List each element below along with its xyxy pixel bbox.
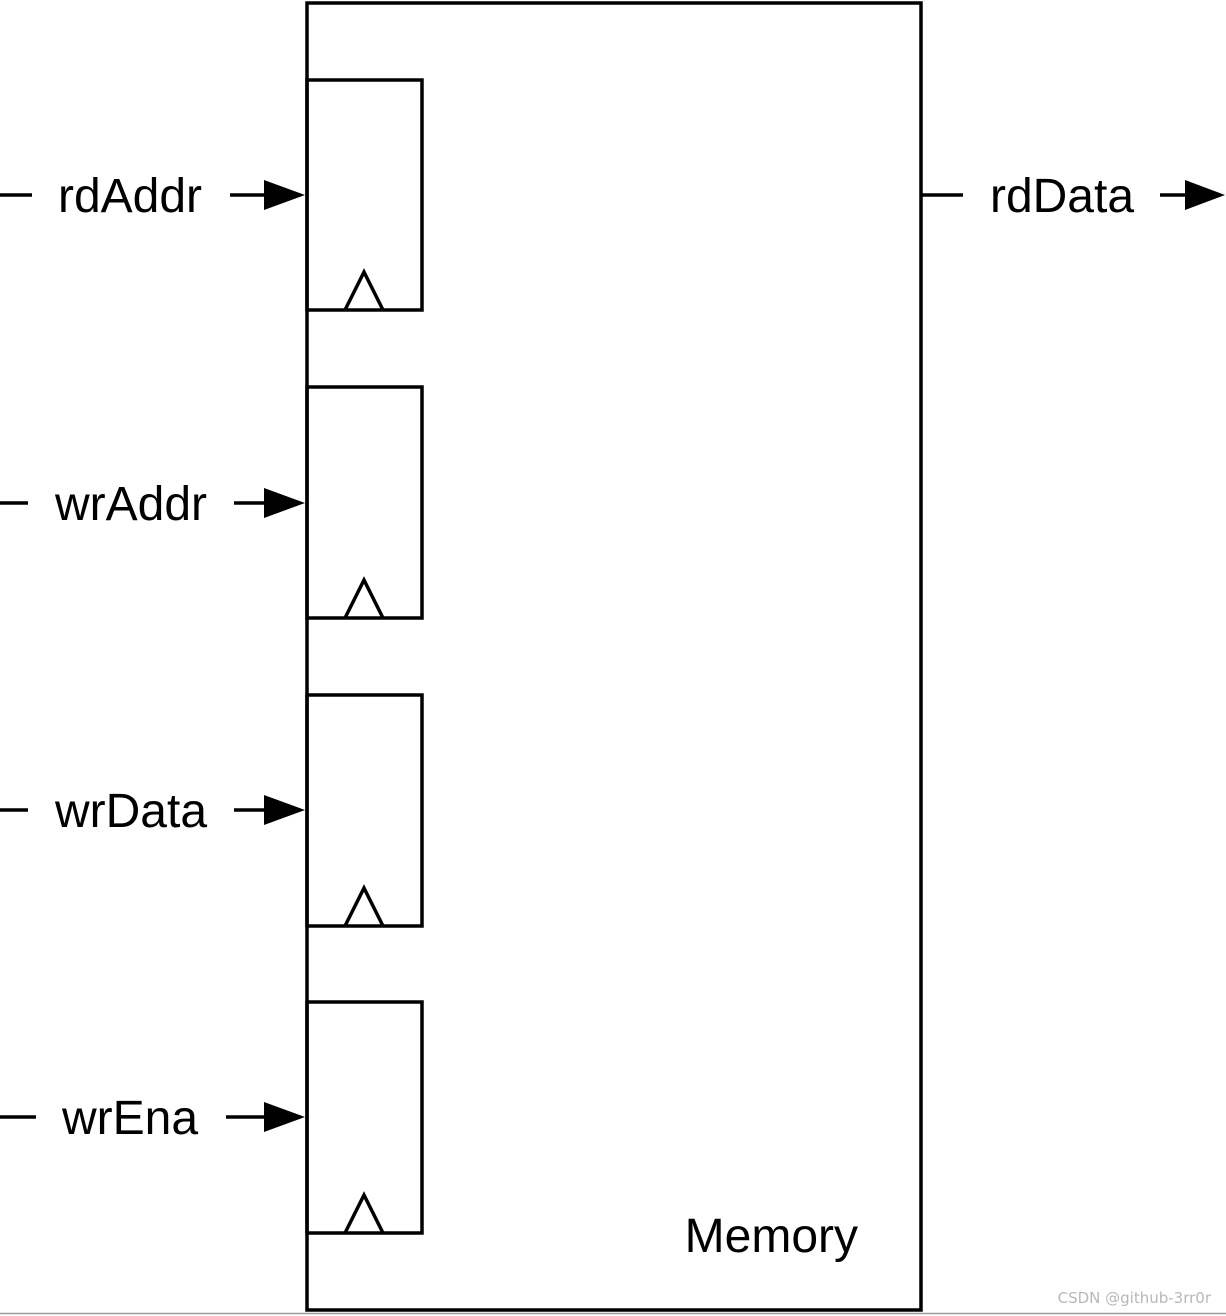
input-wire-rdaddr: rdAddr	[0, 170, 305, 223]
input-label-wraddr: wrAddr	[54, 478, 207, 531]
clock-edge-icon	[343, 268, 385, 311]
clock-edge-icon	[343, 576, 385, 619]
input-register-wrena	[305, 1000, 424, 1235]
input-register-rdaddr	[305, 78, 424, 312]
watermark-text: CSDN @github-3rr0r	[1058, 1289, 1212, 1307]
arrow-right-icon	[264, 1102, 305, 1132]
arrow-right-icon	[264, 795, 305, 825]
memory-block	[305, 1, 923, 1312]
clock-edge-icon	[343, 884, 385, 927]
input-wire-wrena: wrEna	[0, 1092, 305, 1145]
clock-edge-icon	[343, 1191, 385, 1234]
arrow-right-icon	[1185, 180, 1225, 210]
output-wire-rddata: rdData	[921, 170, 1225, 223]
memory-label: Memory	[685, 1210, 858, 1263]
input-wire-wraddr: wrAddr	[0, 478, 305, 531]
input-wire-wrdata: wrData	[0, 785, 305, 838]
input-register-wrdata	[305, 693, 424, 928]
output-label-rddata: rdData	[990, 170, 1134, 223]
input-register-wraddr	[305, 385, 424, 620]
input-label-wrdata: wrData	[54, 785, 207, 838]
arrow-right-icon	[264, 180, 305, 210]
input-label-rdaddr: rdAddr	[58, 170, 202, 223]
input-label-wrena: wrEna	[61, 1092, 198, 1145]
arrow-right-icon	[264, 488, 305, 518]
